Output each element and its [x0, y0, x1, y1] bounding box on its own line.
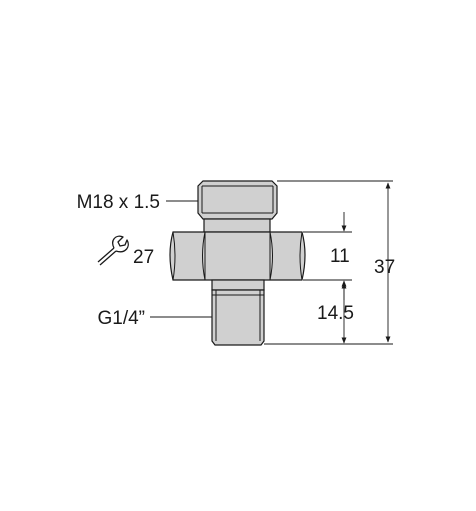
wrench-size-label: 27 [133, 247, 154, 268]
thread-bottom-label: G1/4” [97, 308, 145, 329]
lower-thread [211, 279, 265, 346]
upper-thread [197, 180, 278, 220]
thread-top-label: M18 x 1.5 [77, 192, 160, 213]
dim-hex-label: 11 [330, 246, 350, 267]
dim-total-label: 37 [374, 257, 395, 278]
upper-neck [203, 218, 271, 233]
hex-nut [169, 231, 306, 281]
wrench-icon [97, 235, 129, 266]
dim-lower-label: 14.5 [317, 303, 354, 324]
